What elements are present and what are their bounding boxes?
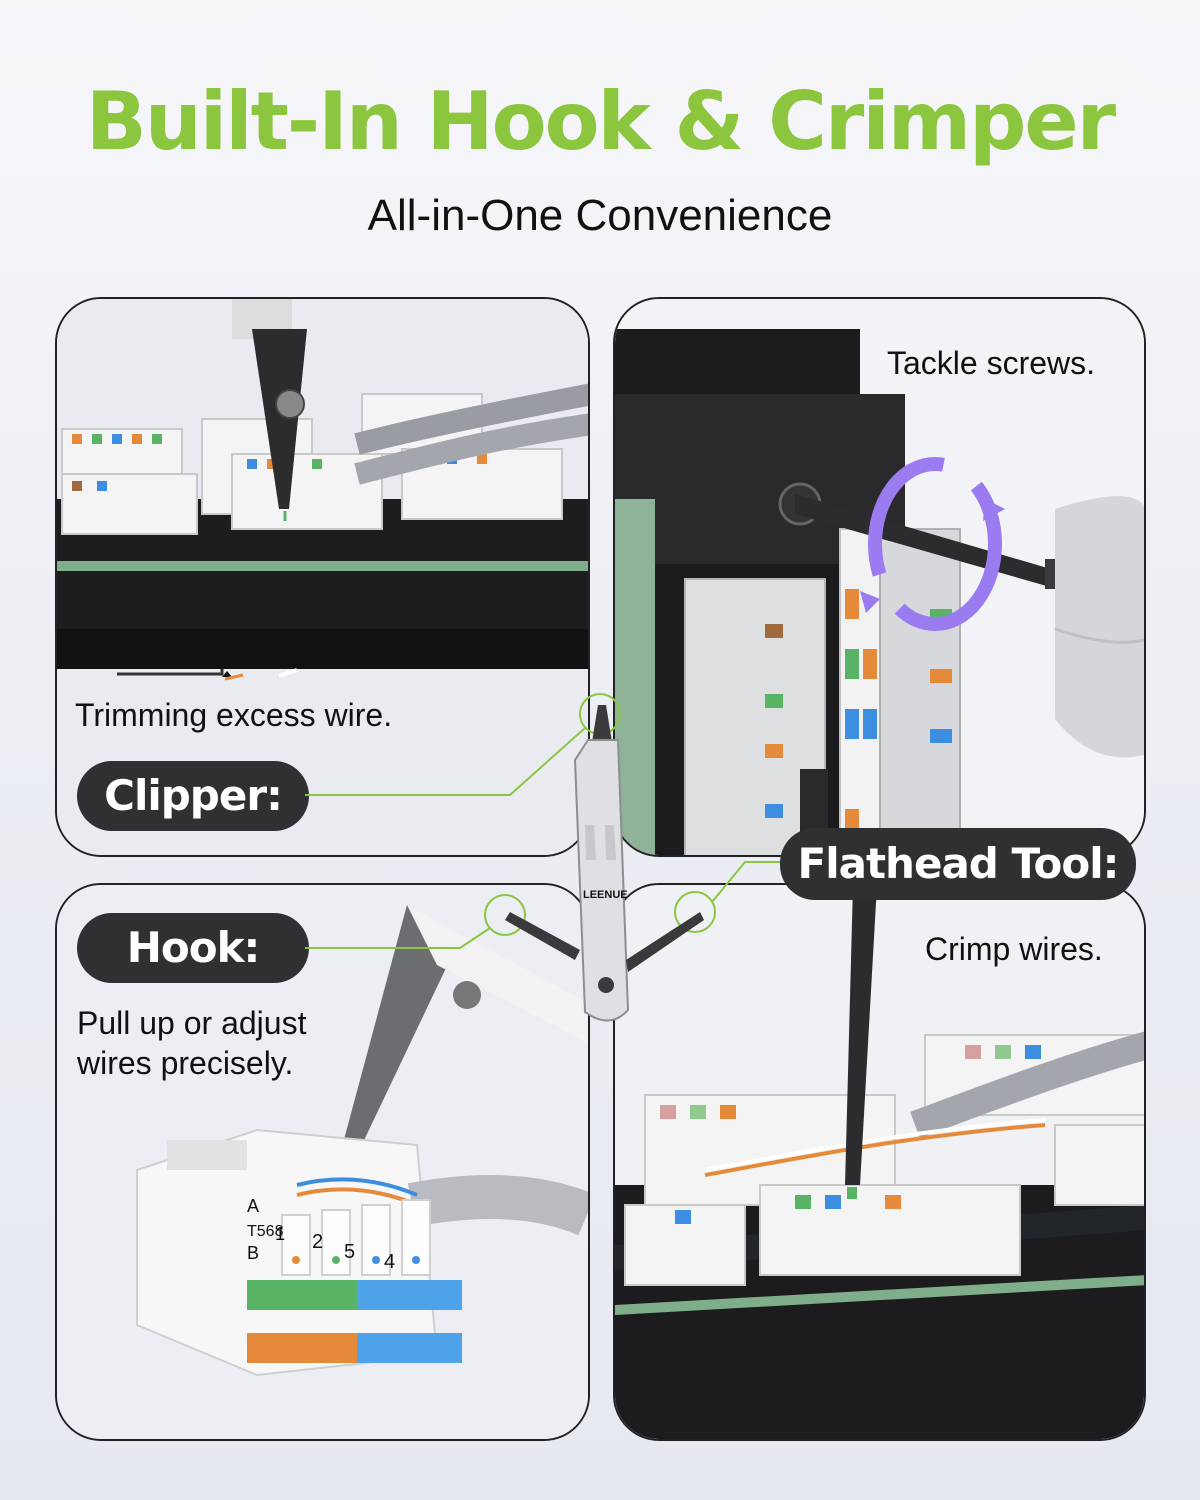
jack-pin-4: 4 bbox=[384, 1251, 396, 1273]
clipper-label: Clipper: bbox=[77, 761, 309, 831]
flathead-screw-panel: Tackle screws. bbox=[613, 297, 1146, 857]
tool-brand-label: LEENUE bbox=[583, 889, 628, 901]
hook-label: Hook: bbox=[77, 913, 309, 983]
flathead-description: Tackle screws. bbox=[887, 345, 1096, 381]
page-subtitle: All-in-One Convenience bbox=[367, 191, 833, 240]
crimp-caption: Crimp wires. bbox=[925, 931, 1103, 967]
jack-pin-2: 2 bbox=[312, 1231, 324, 1253]
crimping-illustration bbox=[615, 885, 1144, 1439]
clipper-description: Trimming excess wire. bbox=[75, 697, 393, 733]
hook-panel: A T568 B 1 2 5 4 Hook: Pull up or adjust… bbox=[55, 883, 590, 1441]
page-title: Built-In Hook & Crimper bbox=[85, 75, 1116, 168]
hook-description: Pull up or adjust wires precisely. bbox=[77, 1005, 307, 1081]
jack-pin-1: 1 bbox=[275, 1224, 286, 1244]
jack-row-b: B bbox=[247, 1243, 260, 1263]
screw-driving-illustration bbox=[615, 299, 1144, 855]
flathead-tool-label: Flathead Tool: bbox=[780, 828, 1136, 900]
jack-pin-5: 5 bbox=[344, 1241, 356, 1263]
jack-row-a: A bbox=[247, 1196, 260, 1216]
clipper-panel: Trimming excess wire. Clipper: bbox=[55, 297, 590, 857]
punch-down-tool-icon bbox=[505, 705, 704, 1022]
crimp-panel: Crimp wires. bbox=[613, 883, 1146, 1441]
jack-standard: T568 bbox=[247, 1223, 284, 1240]
